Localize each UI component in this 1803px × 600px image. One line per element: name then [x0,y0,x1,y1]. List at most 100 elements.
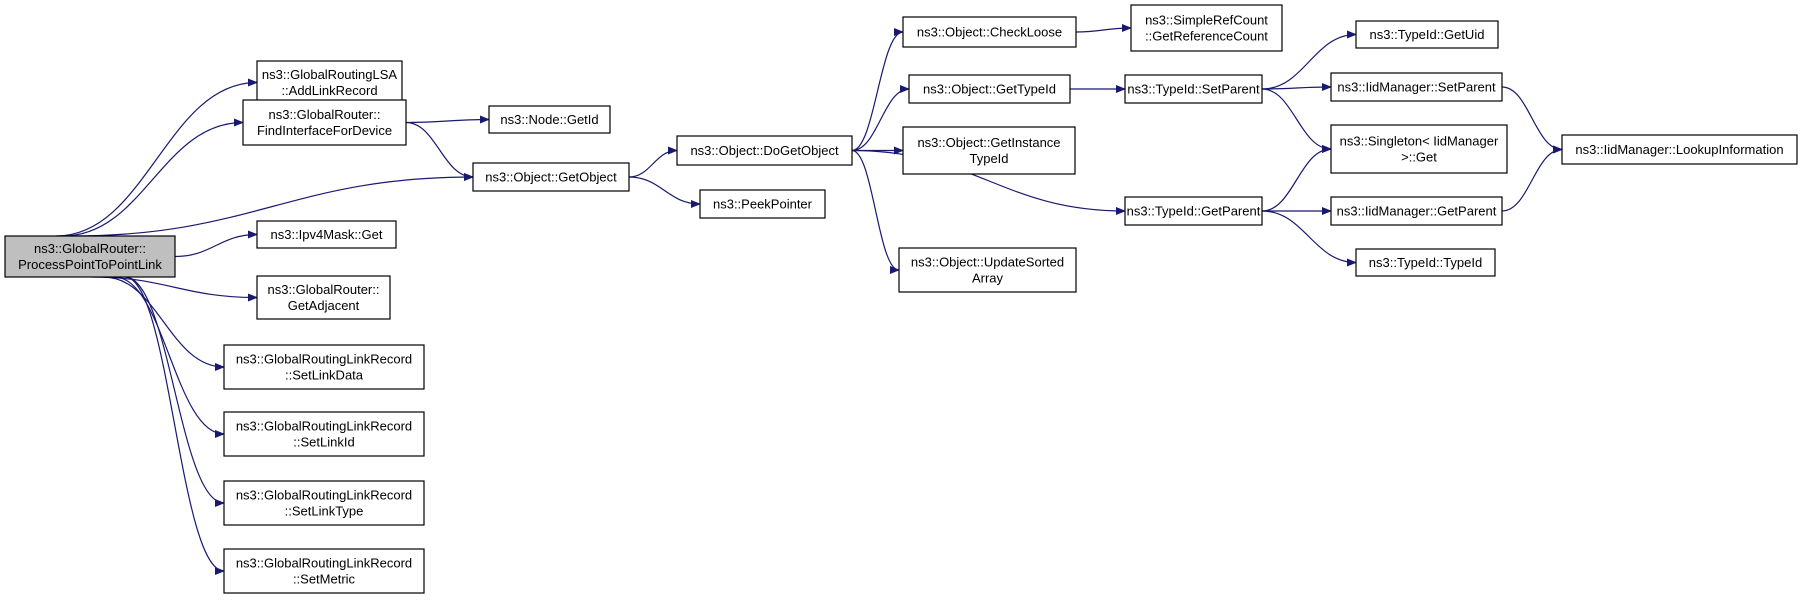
edge-tsetparent-to-singletonget [1261,88,1332,153]
node-label: ns3::GlobalRoutingLinkRecord [236,556,412,571]
node-label: ns3::PeekPointer [713,197,813,212]
node-label: ns3::TypeId::GetParent [1127,204,1261,219]
node-label: ns3::IidManager::GetParent [1337,204,1497,219]
node-label: FindInterfaceForDevice [257,123,392,138]
node-box [898,247,1077,293]
node-iidsetparent[interactable]: ns3::IidManager::SetParent [1330,72,1503,102]
node-iidgetparent[interactable]: ns3::IidManager::GetParent [1330,196,1503,226]
edge-getobject-to-dogetobject [628,146,678,178]
node-box [1355,20,1499,49]
node-typeidctor[interactable]: ns3::TypeId::TypeId [1355,248,1496,277]
node-setmetric[interactable]: ns3::GlobalRoutingLinkRecord::SetMetric [223,548,425,594]
nodes-layer: ns3::GlobalRouter::ProcessPointToPointLi… [4,4,1798,594]
node-box [223,344,425,390]
node-checkloose[interactable]: ns3::Object::CheckLoose [902,16,1077,48]
edges-layer [55,24,1563,575]
edge-dogetobject-to-tgetparent [851,149,1126,215]
node-findif[interactable]: ns3::GlobalRouter::FindInterfaceForDevic… [242,99,407,146]
node-box [1330,72,1503,102]
node-box [1130,4,1283,52]
edge-root-to-setlinkid [114,276,225,438]
node-label: ns3::GlobalRoutingLinkRecord [236,352,412,367]
node-label: ns3::IidManager::SetParent [1337,80,1496,95]
edge-getobject-to-peekpointer [628,176,701,208]
node-label: ns3::IidManager::LookupInformation [1575,142,1783,157]
node-label: ns3::Object::GetObject [485,170,617,185]
node-box [488,105,611,134]
node-dogetobject[interactable]: ns3::Object::DoGetObject [676,135,853,166]
node-box [256,275,391,320]
node-label: ProcessPointToPointLink [18,257,162,272]
node-setlinkdata[interactable]: ns3::GlobalRoutingLinkRecord::SetLinkDat… [223,344,425,390]
edge-root-to-getobject [71,173,474,237]
node-tgetparent[interactable]: ns3::TypeId::GetParent [1124,196,1263,226]
node-label: TypeId [969,151,1008,166]
node-label: ns3::Object::CheckLoose [917,25,1062,40]
node-getuid[interactable]: ns3::TypeId::GetUid [1355,20,1499,49]
node-label: ns3::GlobalRoutingLinkRecord [236,488,412,503]
node-getadj[interactable]: ns3::GlobalRouter::GetAdjacent [256,275,391,320]
node-label: ns3::Singleton< IidManager [1340,134,1499,149]
node-box [1330,124,1508,174]
edge-root-to-ipv4get [174,230,258,258]
node-nodegetid[interactable]: ns3::Node::GetId [488,105,611,134]
edge-root-to-addlink [55,78,258,237]
node-box [1561,134,1798,165]
node-label: ns3::GlobalRoutingLSA [262,67,397,82]
node-label: ::GetReferenceCount [1145,29,1268,44]
node-box [908,74,1071,104]
node-peekpointer[interactable]: ns3::PeekPointer [699,189,826,219]
node-box [699,189,826,219]
node-box [1124,74,1263,104]
node-label: ns3::TypeId::SetParent [1127,82,1260,97]
node-box [4,235,176,278]
node-getobject[interactable]: ns3::Object::GetObject [472,162,630,192]
node-label: ns3::GlobalRouter:: [268,107,380,122]
node-box [223,411,425,457]
edge-root-to-getadj [91,276,258,302]
node-ipv4get[interactable]: ns3::Ipv4Mask::Get [256,220,397,249]
node-box [902,126,1076,175]
node-label: ns3::TypeId::TypeId [1369,255,1482,270]
node-box [223,548,425,594]
node-label: ns3::Object::GetInstance [917,135,1060,150]
node-label: ns3::Object::GetTypeId [923,82,1056,97]
node-label: ::SetLinkData [285,368,364,383]
node-box [1330,196,1503,226]
node-box [1355,248,1496,277]
edge-findif-to-getobject [405,121,474,181]
node-label: >::Get [1401,150,1437,165]
node-label: ns3::GlobalRouter:: [34,241,146,256]
node-box [472,162,630,192]
node-box [1124,196,1263,226]
node-label: Array [972,271,1004,286]
edge-checkloose-to-getrefcount [1075,24,1132,33]
node-box [676,135,853,166]
edge-tsetparent-to-iidsetparent [1261,83,1332,92]
node-label: ns3::GlobalRouter:: [267,282,379,297]
node-getrefcount[interactable]: ns3::SimpleRefCount::GetReferenceCount [1130,4,1283,52]
node-gettypeid[interactable]: ns3::Object::GetTypeId [908,74,1071,104]
node-label: GetAdjacent [288,298,360,313]
edge-root-to-findif [62,118,244,237]
node-label: ns3::Object::DoGetObject [690,143,839,158]
node-label: ns3::Object::UpdateSorted [911,255,1064,270]
node-setlinktype[interactable]: ns3::GlobalRoutingLinkRecord::SetLinkTyp… [223,480,425,526]
node-tsetparent[interactable]: ns3::TypeId::SetParent [1124,74,1263,104]
edge-findif-to-nodegetid [405,115,490,124]
node-box [256,220,397,249]
node-root[interactable]: ns3::GlobalRouter::ProcessPointToPointLi… [4,235,176,278]
node-box [902,16,1077,48]
node-label: ns3::Node::GetId [500,112,598,127]
edge-tgetparent-to-typeidctor [1261,210,1357,267]
node-addlink[interactable]: ns3::GlobalRoutingLSA::AddLinkRecord [256,60,403,105]
node-label: ::SetMetric [293,572,356,587]
node-singletonget[interactable]: ns3::Singleton< IidManager >::Get [1330,124,1508,174]
edge-dogetobject-to-gettypeid [851,85,910,152]
node-label: ::SetLinkType [285,504,364,519]
node-lookup[interactable]: ns3::IidManager::LookupInformation [1561,134,1798,165]
node-label: ::AddLinkRecord [281,83,377,98]
node-setlinkid[interactable]: ns3::GlobalRoutingLinkRecord::SetLinkId [223,411,425,457]
